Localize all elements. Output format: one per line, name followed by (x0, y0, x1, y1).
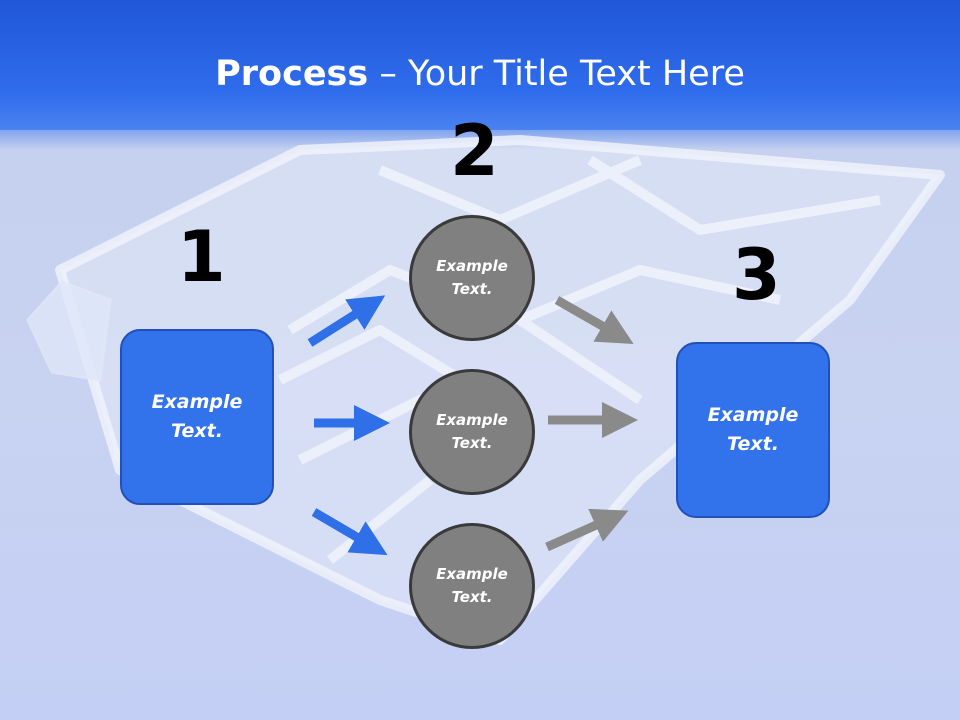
circle-text: Example Text. (436, 565, 508, 606)
step-1-text: Example Text. (151, 391, 243, 442)
step-3-text: Example Text. (707, 404, 799, 455)
circle-text: Example Text. (436, 257, 508, 298)
arrow-gray-down (554, 296, 634, 344)
slide-title: Process – Your Title Text Here (0, 52, 960, 96)
title-bold: Process (215, 54, 369, 94)
step-number-2: 2 (450, 110, 499, 192)
arrow-blue-up (307, 295, 386, 347)
step-2-circle-top: Example Text. (409, 215, 535, 341)
title-bar (0, 0, 960, 130)
step-3-box: Example Text. (676, 342, 830, 518)
step-number-1: 1 (177, 216, 226, 298)
arrow-blue-down (311, 508, 388, 556)
title-rest: – Your Title Text Here (368, 54, 745, 94)
step-2-circle-bottom: Example Text. (409, 523, 535, 649)
step-2-circle-middle: Example Text. (409, 369, 535, 495)
arrow-gray-up (545, 508, 629, 552)
step-number-3: 3 (732, 234, 781, 316)
circle-text: Example Text. (436, 411, 508, 452)
step-1-box: Example Text. (120, 329, 274, 505)
